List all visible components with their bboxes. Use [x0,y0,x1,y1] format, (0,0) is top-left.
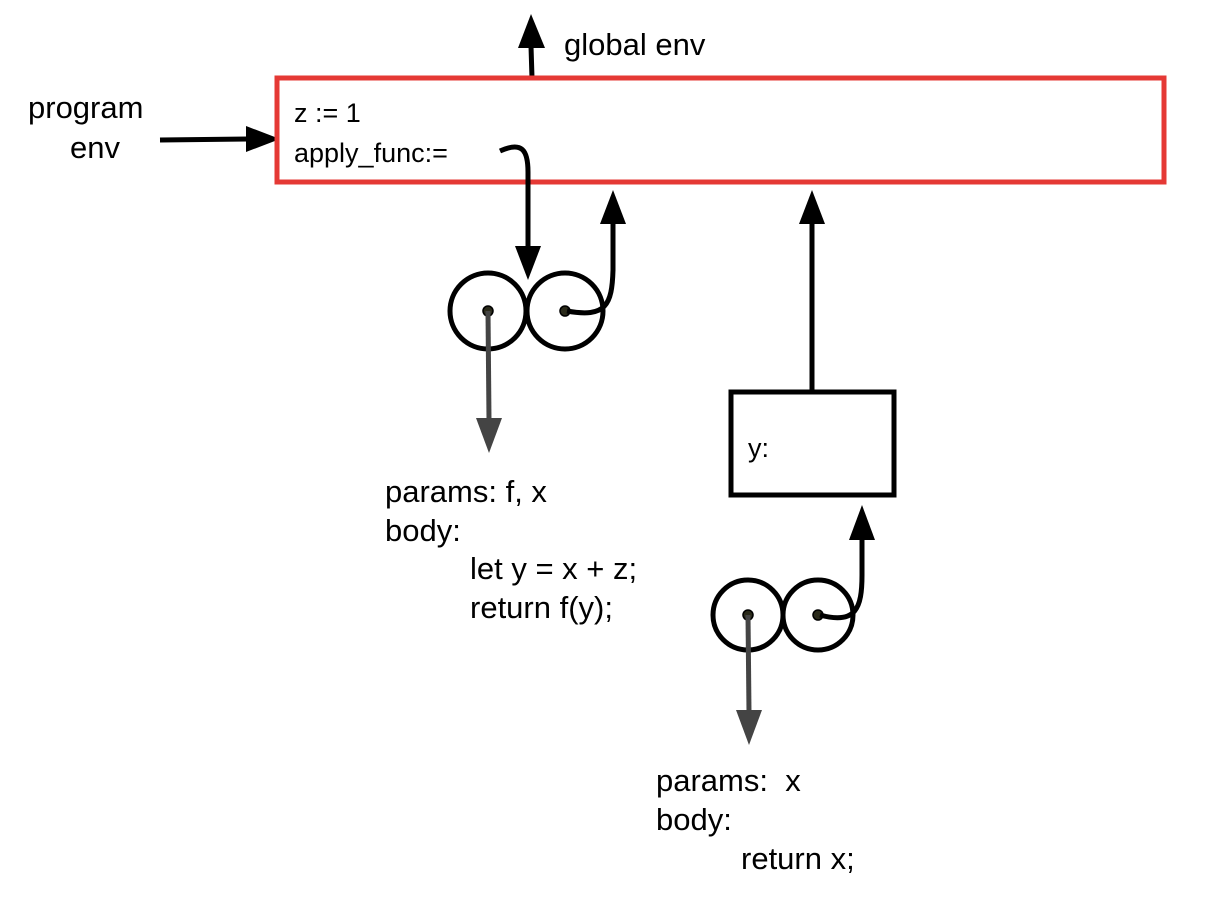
program-env-label-line1: program [28,90,143,125]
binding-apply-func: apply_func:= [294,138,448,168]
closure1-params: params: f, x [385,474,547,509]
identity-code: params: x body: return x; [656,763,855,876]
closure1-body-line2: return f(y); [470,590,613,625]
closure1-body-line1: let y = x + z; [470,551,637,586]
binding-z: z := 1 [294,98,361,128]
apply-func-code: params: f, x body: let y = x + z; return… [385,474,637,625]
call-frame-parent-arrow [799,190,825,390]
call-frame-binding-y: y: [748,433,769,463]
closure1-env-arrow [566,190,626,316]
closure2-body-label: body: [656,802,732,837]
closure1-code-arrow [476,310,502,453]
closure2-params: params: x [656,763,801,798]
program-frame [274,75,1167,185]
global-env-label: global env [564,27,706,62]
closure2-code-arrow [736,614,762,745]
global-env-arrow [518,14,545,79]
program-env-label-line2: env [70,130,120,165]
closure2-body-line1: return x; [741,841,855,876]
closure1-body-label: body: [385,513,461,548]
closure2-env-arrow [819,505,875,621]
call-frame [728,389,897,498]
program-env-arrow [159,126,280,152]
apply-func-pointer-arrow [498,144,541,280]
